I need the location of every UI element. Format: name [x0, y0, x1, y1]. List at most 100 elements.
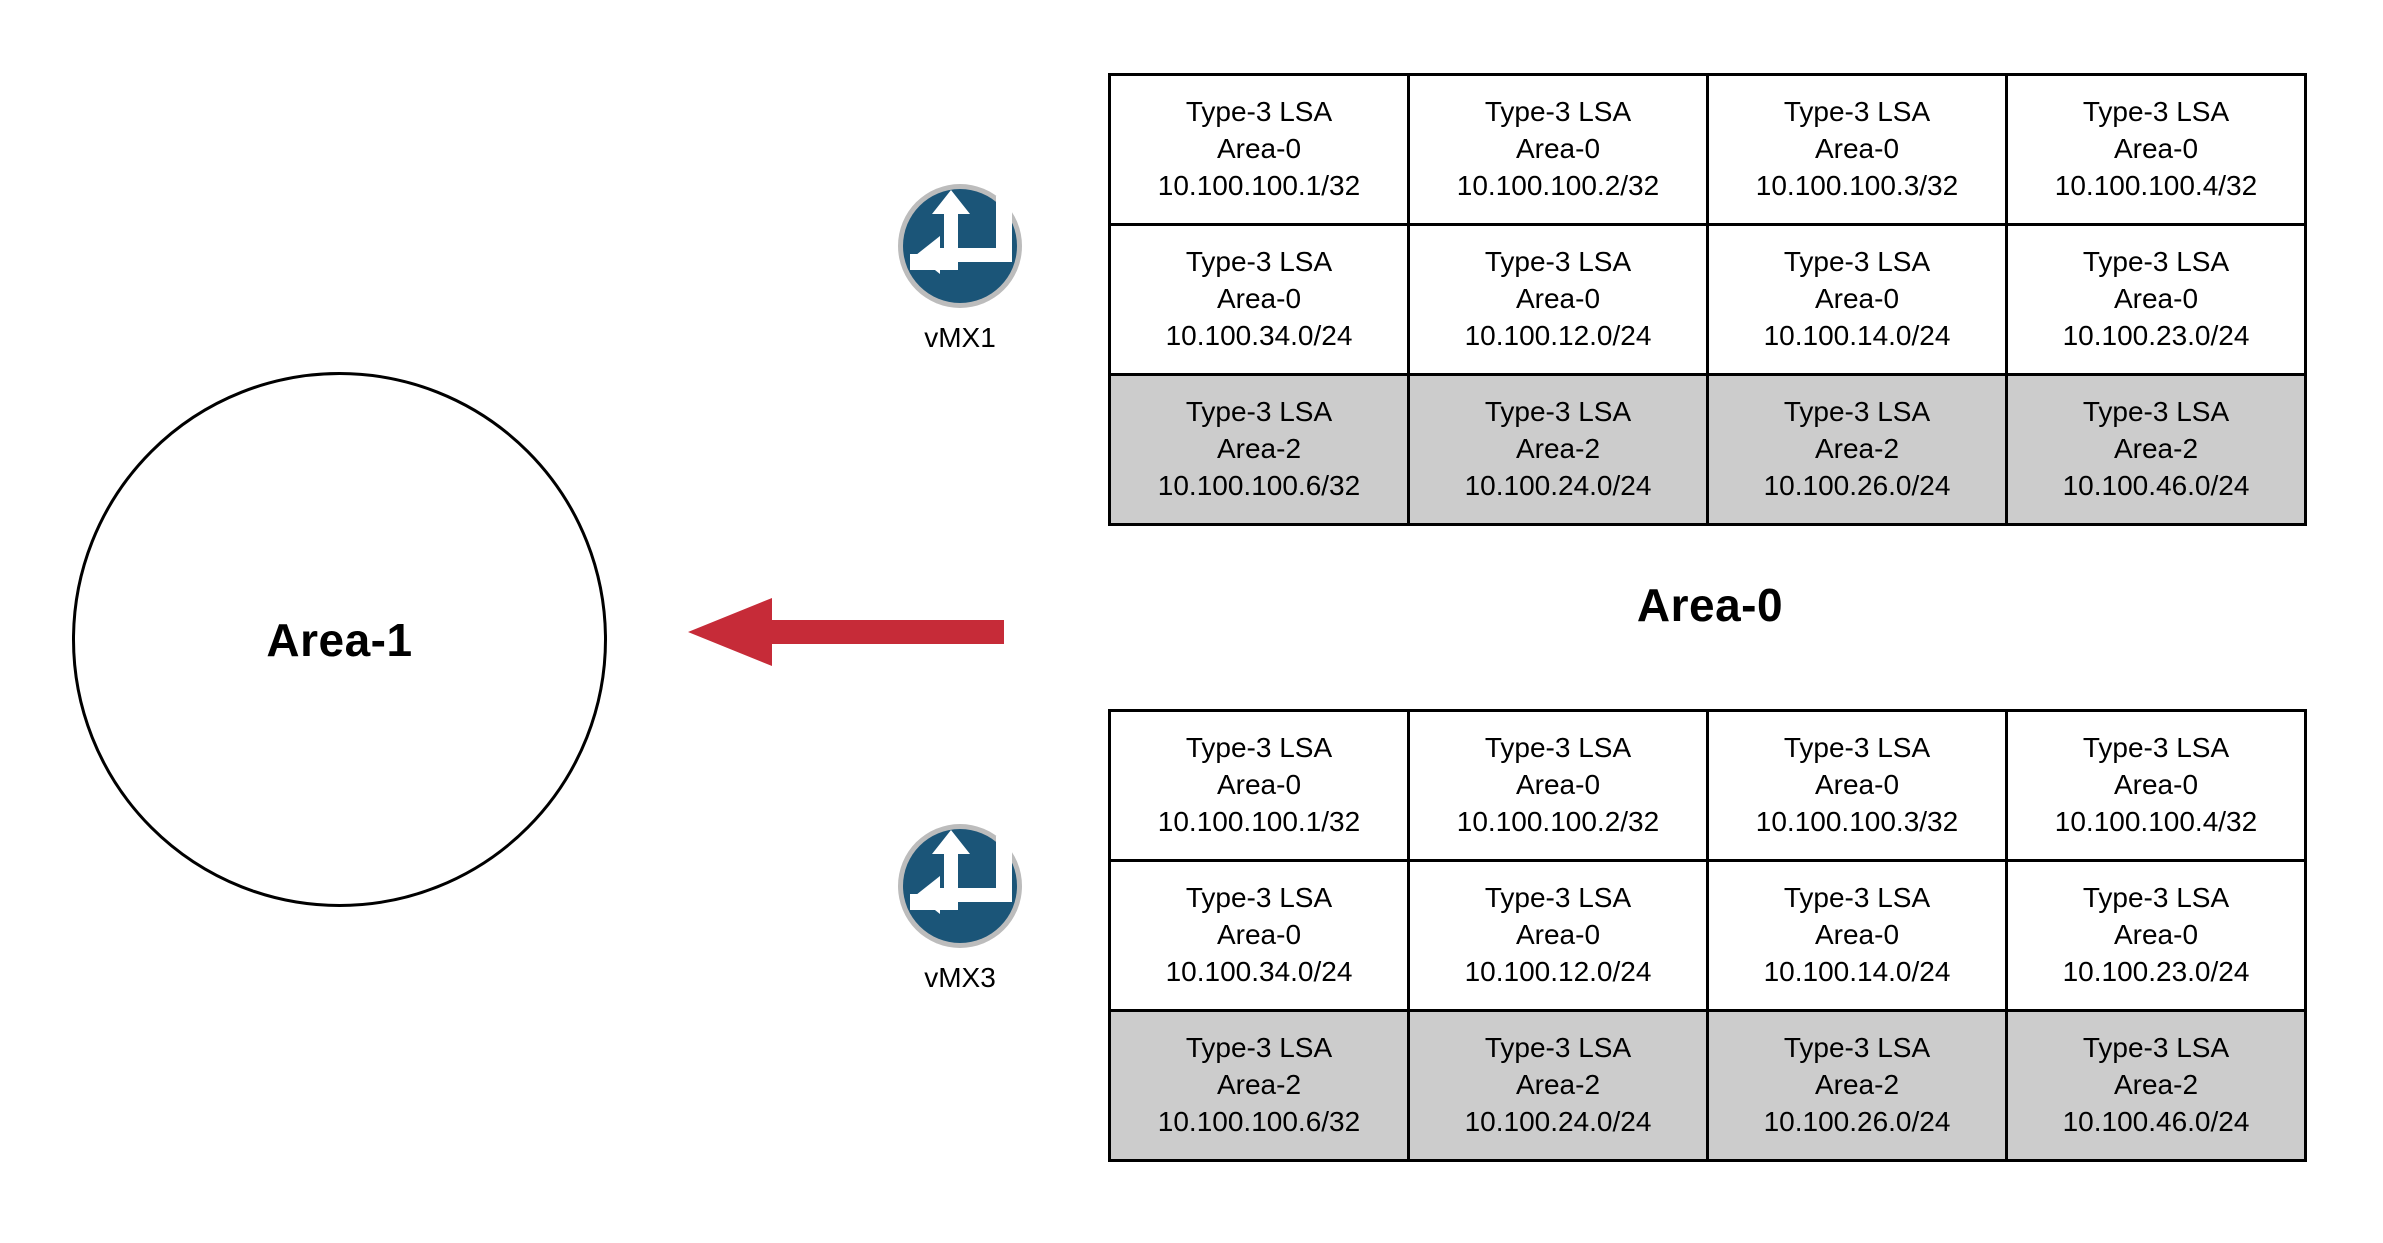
router-label-vmx3: vMX3	[924, 962, 996, 993]
lsa-area: Area-2	[1814, 433, 1900, 465]
lsa-prefix: 10.100.100.1/32	[1157, 805, 1361, 837]
lsa-prefix: 10.100.14.0/24	[1763, 319, 1951, 351]
lsa-area: Area-0	[1814, 133, 1900, 165]
lsa-prefix: 10.100.12.0/24	[1464, 319, 1652, 351]
lsa-type: Type-3 LSA	[1783, 732, 1931, 764]
lsa-prefix: 10.100.100.2/32	[1456, 805, 1660, 837]
left-arrow-icon	[688, 598, 1004, 666]
lsa-prefix: 10.100.100.6/32	[1157, 1105, 1361, 1137]
lsa-prefix: 10.100.100.3/32	[1755, 169, 1959, 201]
router-node-vmx3[interactable]: vMX3	[865, 822, 1055, 992]
lsa-type: Type-3 LSA	[1185, 1032, 1333, 1064]
lsa-prefix: 10.100.100.1/32	[1157, 169, 1361, 201]
lsa-area: Area-2	[1814, 1069, 1900, 1101]
table-row: Type-3 LSA Area-2 10.100.100.6/32 Type-3…	[1108, 373, 2307, 526]
lsa-prefix: 10.100.100.6/32	[1157, 469, 1361, 501]
table-row: Type-3 LSA Area-0 10.100.100.1/32 Type-3…	[1108, 73, 2307, 226]
lsa-cell: Type-3 LSA Area-2 10.100.100.6/32	[1108, 373, 1410, 526]
lsa-area: Area-2	[1216, 1069, 1302, 1101]
lsa-prefix: 10.100.100.2/32	[1456, 169, 1660, 201]
lsdb-table-vmx3: Type-3 LSA Area-0 10.100.100.1/32 Type-3…	[1108, 709, 2307, 1162]
lsa-area: Area-0	[2113, 283, 2199, 315]
lsa-prefix: 10.100.14.0/24	[1763, 955, 1951, 987]
table-row: Type-3 LSA Area-0 10.100.100.1/32 Type-3…	[1108, 709, 2307, 862]
lsa-type: Type-3 LSA	[1484, 396, 1632, 428]
lsa-area: Area-2	[1515, 1069, 1601, 1101]
lsa-type: Type-3 LSA	[1185, 882, 1333, 914]
lsa-cell: Type-3 LSA Area-0 10.100.100.1/32	[1108, 709, 1410, 862]
lsa-type: Type-3 LSA	[1484, 246, 1632, 278]
router-label-vmx1: vMX1	[924, 322, 996, 353]
lsa-type: Type-3 LSA	[1783, 96, 1931, 128]
table-row: Type-3 LSA Area-0 10.100.34.0/24 Type-3 …	[1108, 859, 2307, 1012]
lsa-type: Type-3 LSA	[2082, 882, 2230, 914]
lsa-area: Area-0	[1515, 919, 1601, 951]
lsa-area: Area-2	[1515, 433, 1601, 465]
lsa-cell: Type-3 LSA Area-0 10.100.100.4/32	[2005, 73, 2307, 226]
lsa-area: Area-0	[1216, 283, 1302, 315]
lsa-cell: Type-3 LSA Area-0 10.100.12.0/24	[1407, 859, 1709, 1012]
lsa-area: Area-2	[2113, 433, 2199, 465]
lsa-prefix: 10.100.24.0/24	[1464, 469, 1652, 501]
lsa-type: Type-3 LSA	[1484, 882, 1632, 914]
lsa-cell: Type-3 LSA Area-2 10.100.100.6/32	[1108, 1009, 1410, 1162]
lsa-prefix: 10.100.46.0/24	[2062, 469, 2250, 501]
lsa-area: Area-0	[1814, 769, 1900, 801]
lsa-prefix: 10.100.34.0/24	[1165, 319, 1353, 351]
lsa-cell: Type-3 LSA Area-0 10.100.23.0/24	[2005, 859, 2307, 1012]
lsa-cell: Type-3 LSA Area-0 10.100.100.1/32	[1108, 73, 1410, 226]
lsa-area: Area-0	[1216, 769, 1302, 801]
lsa-cell: Type-3 LSA Area-0 10.100.14.0/24	[1706, 223, 2008, 376]
area-1-circle: Area-1	[72, 372, 607, 907]
lsa-area: Area-2	[2113, 1069, 2199, 1101]
lsa-type: Type-3 LSA	[1484, 732, 1632, 764]
lsa-prefix: 10.100.100.4/32	[2054, 805, 2258, 837]
lsa-area: Area-0	[1814, 919, 1900, 951]
lsa-cell: Type-3 LSA Area-0 10.100.100.2/32	[1407, 73, 1709, 226]
lsa-type: Type-3 LSA	[1783, 396, 1931, 428]
lsa-cell: Type-3 LSA Area-2 10.100.26.0/24	[1706, 373, 2008, 526]
lsa-type: Type-3 LSA	[2082, 246, 2230, 278]
lsa-cell: Type-3 LSA Area-2 10.100.24.0/24	[1407, 373, 1709, 526]
lsa-prefix: 10.100.23.0/24	[2062, 319, 2250, 351]
lsa-cell: Type-3 LSA Area-0 10.100.100.4/32	[2005, 709, 2307, 862]
lsa-type: Type-3 LSA	[1484, 96, 1632, 128]
table-row: Type-3 LSA Area-0 10.100.34.0/24 Type-3 …	[1108, 223, 2307, 376]
lsa-type: Type-3 LSA	[2082, 96, 2230, 128]
lsa-flow-arrow	[688, 598, 1004, 666]
lsa-type: Type-3 LSA	[1185, 732, 1333, 764]
lsa-type: Type-3 LSA	[1783, 246, 1931, 278]
lsa-prefix: 10.100.46.0/24	[2062, 1105, 2250, 1137]
area-0-label: Area-0	[1636, 579, 1784, 631]
lsa-area: Area-0	[1814, 283, 1900, 315]
lsa-area: Area-0	[1216, 919, 1302, 951]
lsa-type: Type-3 LSA	[2082, 396, 2230, 428]
lsa-area: Area-0	[1515, 133, 1601, 165]
lsa-area: Area-0	[1216, 133, 1302, 165]
lsa-cell: Type-3 LSA Area-2 10.100.24.0/24	[1407, 1009, 1709, 1162]
lsa-prefix: 10.100.26.0/24	[1763, 469, 1951, 501]
lsa-prefix: 10.100.12.0/24	[1464, 955, 1652, 987]
lsa-area: Area-0	[2113, 769, 2199, 801]
lsdb-table-vmx1: Type-3 LSA Area-0 10.100.100.1/32 Type-3…	[1108, 73, 2307, 526]
router-icon	[898, 824, 1022, 948]
lsa-area: Area-0	[2113, 133, 2199, 165]
lsa-type: Type-3 LSA	[2082, 732, 2230, 764]
lsa-prefix: 10.100.34.0/24	[1165, 955, 1353, 987]
lsa-cell: Type-3 LSA Area-0 10.100.100.3/32	[1706, 709, 2008, 862]
lsa-area: Area-2	[1216, 433, 1302, 465]
lsa-cell: Type-3 LSA Area-2 10.100.46.0/24	[2005, 373, 2307, 526]
lsa-type: Type-3 LSA	[1783, 882, 1931, 914]
router-node-vmx1[interactable]: vMX1	[865, 182, 1055, 352]
lsa-type: Type-3 LSA	[1185, 246, 1333, 278]
lsa-type: Type-3 LSA	[2082, 1032, 2230, 1064]
lsa-cell: Type-3 LSA Area-0 10.100.100.2/32	[1407, 709, 1709, 862]
lsa-prefix: 10.100.100.4/32	[2054, 169, 2258, 201]
area-1-label: Area-1	[266, 613, 413, 666]
table-row: Type-3 LSA Area-2 10.100.100.6/32 Type-3…	[1108, 1009, 2307, 1162]
lsa-prefix: 10.100.24.0/24	[1464, 1105, 1652, 1137]
router-icon	[898, 184, 1022, 308]
lsa-cell: Type-3 LSA Area-2 10.100.26.0/24	[1706, 1009, 2008, 1162]
lsa-cell: Type-3 LSA Area-0 10.100.14.0/24	[1706, 859, 2008, 1012]
lsa-prefix: 10.100.23.0/24	[2062, 955, 2250, 987]
